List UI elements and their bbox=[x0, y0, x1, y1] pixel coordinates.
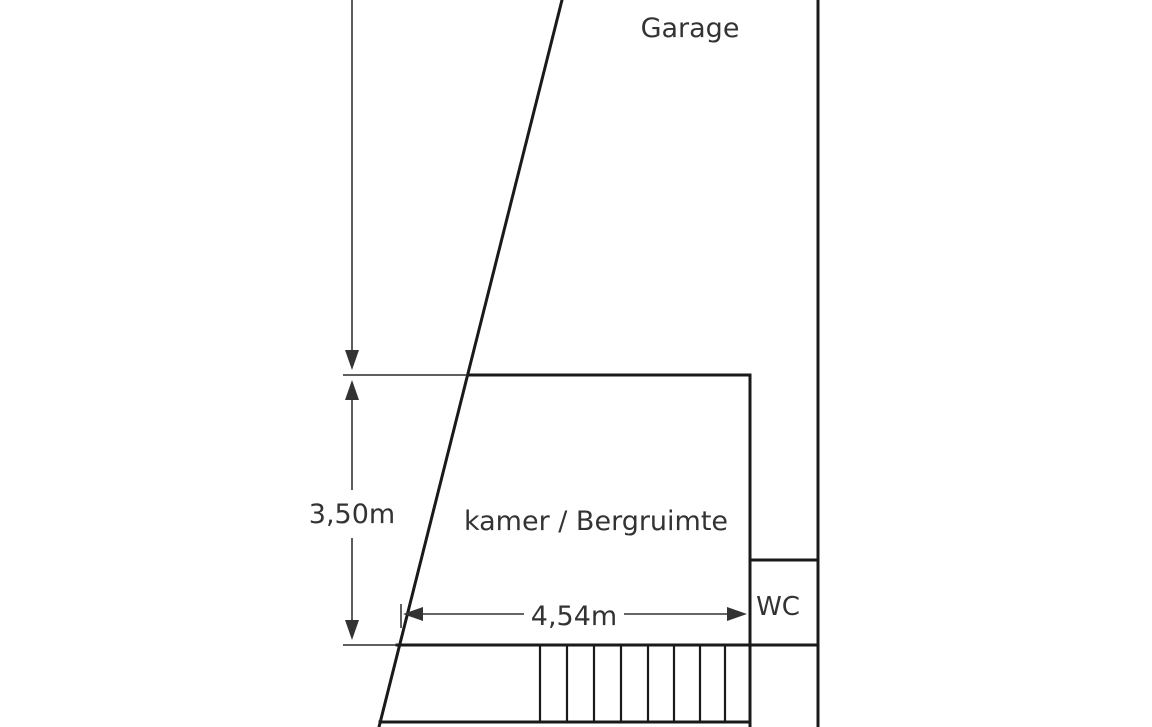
garage-depth-dimension bbox=[345, 0, 359, 370]
height-dimension bbox=[345, 380, 359, 640]
wc-label: WC bbox=[756, 592, 800, 622]
diagonal-wall bbox=[377, 0, 564, 727]
room-label: kamer / Bergruimte bbox=[464, 506, 728, 537]
arrow-left-icon bbox=[403, 607, 423, 621]
garage-label: Garage bbox=[641, 13, 740, 44]
width-dimension-label: 4,54m bbox=[531, 601, 617, 632]
height-dimension-label: 3,50m bbox=[309, 499, 395, 530]
arrow-up-icon bbox=[345, 380, 359, 400]
width-dimension bbox=[400, 604, 747, 628]
arrow-right-icon bbox=[727, 607, 747, 621]
arrow-down-icon bbox=[345, 350, 359, 370]
staircase bbox=[538, 645, 727, 722]
arrow-down-icon bbox=[345, 620, 359, 640]
